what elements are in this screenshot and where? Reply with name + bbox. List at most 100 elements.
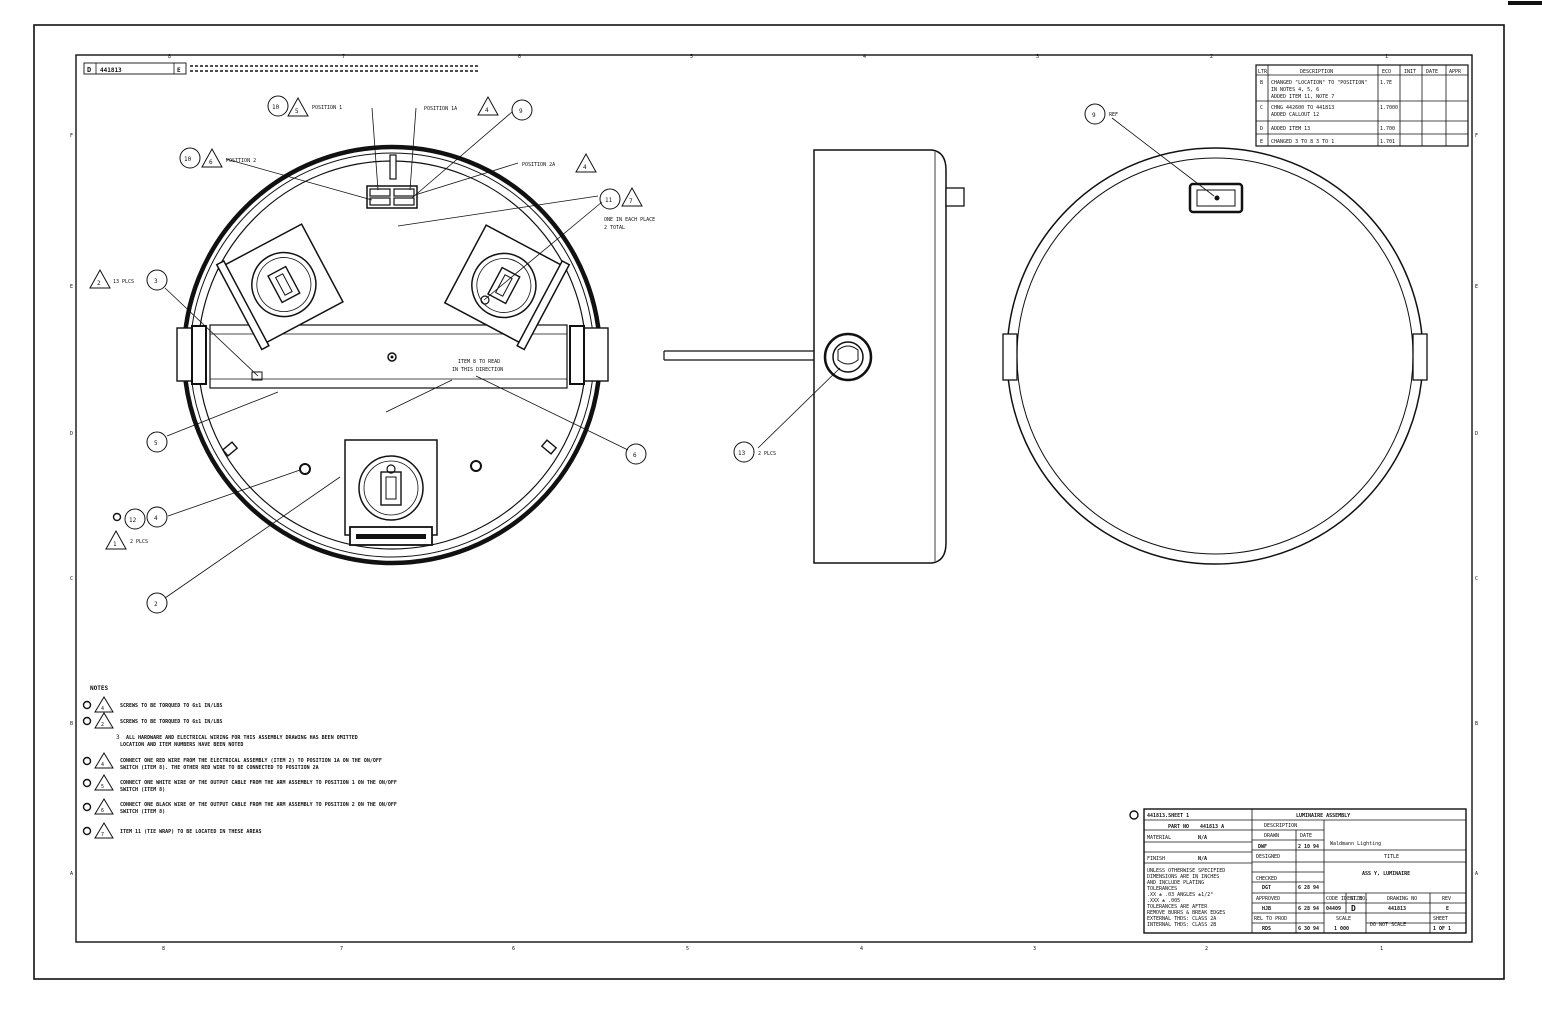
svg-text:D: D [70, 431, 73, 437]
svg-text:7: 7 [342, 54, 345, 60]
svg-text:MATERIAL: MATERIAL [1147, 835, 1171, 841]
svg-text:APPR: APPR [1449, 69, 1462, 75]
svg-text:3: 3 [116, 734, 120, 741]
svg-text:E: E [70, 284, 73, 290]
svg-text:ADDED ITEM 13: ADDED ITEM 13 [1271, 126, 1310, 132]
svg-text:2 TOTAL: 2 TOTAL [604, 225, 625, 231]
svg-text:DGT: DGT [1262, 885, 1271, 891]
svg-text:HJB: HJB [1262, 906, 1271, 912]
svg-text:D: D [1475, 431, 1478, 437]
svg-text:CONNECT ONE RED WIRE FROM THE: CONNECT ONE RED WIRE FROM THE ELECTRICAL… [120, 758, 382, 764]
front-view-callouts: 10 5 POSITION 1 POSITION 1A 4 9 10 6 POS… [89, 95, 655, 614]
svg-text:ITEM 11 (TIE WRAP) TO BE LOCAT: ITEM 11 (TIE WRAP) TO BE LOCATED IN THES… [120, 829, 261, 835]
svg-text:1.7E: 1.7E [1380, 80, 1392, 86]
svg-text:8: 8 [162, 946, 165, 952]
svg-text:.XXX ± .005: .XXX ± .005 [1147, 898, 1180, 904]
svg-text:7: 7 [101, 832, 104, 838]
svg-text:4: 4 [860, 946, 863, 952]
svg-text:SCALE: SCALE [1336, 916, 1351, 922]
svg-text:LOCATION AND ITEM NUMBERS HAVE: LOCATION AND ITEM NUMBERS HAVE BEEN NOTE… [120, 742, 243, 748]
svg-text:441813.SHEET 1: 441813.SHEET 1 [1147, 813, 1189, 819]
svg-text:CHECKED: CHECKED [1256, 876, 1277, 882]
svg-text:12: 12 [129, 517, 137, 524]
svg-text:9: 9 [519, 108, 523, 115]
outer-border [33, 24, 1505, 980]
drawing-header: D 441813 E [83, 62, 480, 75]
svg-text:CHNG 442600 TO 441813: CHNG 442600 TO 441813 [1271, 105, 1334, 111]
svg-text:1: 1 [1385, 54, 1388, 60]
svg-text:B: B [70, 721, 73, 727]
svg-text:CONNECT ONE BLACK WIRE OF THE: CONNECT ONE BLACK WIRE OF THE OUTPUT CAB… [120, 802, 397, 808]
svg-text:APPROVED: APPROVED [1256, 896, 1280, 902]
svg-text:441813: 441813 [1388, 906, 1406, 912]
svg-text:REMOVE BURRS & BREAK EDGES: REMOVE BURRS & BREAK EDGES [1147, 910, 1225, 916]
svg-text:CONNECT ONE WHITE WIRE OF THE: CONNECT ONE WHITE WIRE OF THE OUTPUT CAB… [120, 780, 397, 786]
svg-text:POSITION 1: POSITION 1 [312, 105, 342, 111]
inner-border [75, 54, 1473, 943]
svg-text:3: 3 [1033, 946, 1036, 952]
zone-labels-top: 8 7 6 5 4 3 2 1 8 7 6 5 4 3 2 1 [162, 54, 1388, 952]
svg-text:4: 4 [101, 762, 104, 768]
svg-text:E: E [1446, 906, 1449, 912]
svg-text:6: 6 [518, 54, 521, 60]
svg-text:2: 2 [101, 722, 104, 728]
svg-text:EXTERNAL THDS: CLASS 2A: EXTERNAL THDS: CLASS 2A [1147, 916, 1216, 922]
svg-text:F: F [70, 133, 73, 139]
svg-text:DATE: DATE [1426, 69, 1438, 75]
svg-text:6: 6 [101, 808, 104, 814]
svg-text:4: 4 [154, 515, 158, 522]
svg-text:4: 4 [863, 54, 866, 60]
svg-text:1 000: 1 000 [1334, 926, 1349, 932]
svg-text:E: E [1475, 284, 1478, 290]
svg-text:13: 13 [738, 450, 746, 457]
svg-text:LTR: LTR [1258, 69, 1268, 75]
svg-text:TOLERANCES: TOLERANCES [1147, 886, 1177, 892]
svg-text:1.700: 1.700 [1380, 126, 1395, 132]
svg-text:5: 5 [295, 108, 299, 115]
svg-text:D: D [1260, 126, 1263, 132]
svg-text:A: A [70, 871, 73, 877]
svg-text:7: 7 [629, 198, 633, 205]
svg-text:ALL HARDWARE AND ELECTRICAL WI: ALL HARDWARE AND ELECTRICAL WIRING FOR T… [126, 735, 358, 741]
svg-text:B: B [1475, 721, 1478, 727]
svg-text:ASS Y, LUMINAIRE: ASS Y, LUMINAIRE [1362, 871, 1410, 877]
svg-text:2 PLCS: 2 PLCS [130, 539, 148, 545]
svg-text:1: 1 [113, 541, 117, 548]
svg-text:ADDED ITEM 11, NOTE 7: ADDED ITEM 11, NOTE 7 [1271, 94, 1334, 100]
svg-text:6 30 94: 6 30 94 [1298, 926, 1319, 932]
svg-text:NOTES: NOTES [90, 685, 108, 692]
svg-text:10: 10 [272, 104, 280, 111]
svg-text:POSITION 2: POSITION 2 [226, 158, 256, 164]
svg-text:PART NO: PART NO [1168, 824, 1189, 830]
svg-text:A: A [1475, 871, 1478, 877]
svg-text:2: 2 [97, 280, 101, 287]
svg-text:ITEM 8 TO READ: ITEM 8 TO READ [458, 359, 500, 365]
svg-text:2 10 94: 2 10 94 [1298, 844, 1319, 850]
rear-view: 9 REF [1002, 103, 1428, 565]
svg-text:13 PLCS: 13 PLCS [113, 279, 134, 285]
svg-text:POSITION 2A: POSITION 2A [522, 162, 555, 168]
svg-text:2 PLCS: 2 PLCS [758, 451, 776, 457]
svg-text:ADDED CALLOUT 12: ADDED CALLOUT 12 [1271, 112, 1319, 118]
svg-text:INTERNAL THDS: CLASS 2B: INTERNAL THDS: CLASS 2B [1147, 922, 1216, 928]
svg-text:.XX ± .03 ANGLES ±1/2°: .XX ± .03 ANGLES ±1/2° [1147, 892, 1213, 898]
svg-text:D: D [1351, 904, 1356, 913]
svg-text:441813: 441813 [100, 67, 122, 74]
svg-text:3: 3 [154, 278, 158, 285]
svg-text:FINISH: FINISH [1147, 856, 1165, 862]
svg-text:Waldmann Lighting: Waldmann Lighting [1330, 841, 1381, 847]
notes: NOTES 4 SCREWS TO BE TORQUED TO 6±1 IN/L… [82, 685, 397, 839]
svg-text:6: 6 [512, 946, 515, 952]
svg-text:9: 9 [1092, 112, 1096, 119]
svg-text:SWITCH (ITEM 8): SWITCH (ITEM 8) [120, 787, 165, 793]
svg-text:4: 4 [101, 706, 104, 712]
svg-text:6 28 94: 6 28 94 [1298, 885, 1319, 891]
svg-text:AND INCLUDE PLATING: AND INCLUDE PLATING [1147, 880, 1204, 886]
svg-text:N/A: N/A [1198, 856, 1207, 862]
svg-text:DESCRIPTION: DESCRIPTION [1300, 69, 1333, 75]
svg-text:1: 1 [1380, 946, 1383, 952]
svg-text:F: F [1475, 133, 1478, 139]
svg-text:DATE: DATE [1300, 833, 1312, 839]
svg-text:4: 4 [485, 107, 489, 114]
